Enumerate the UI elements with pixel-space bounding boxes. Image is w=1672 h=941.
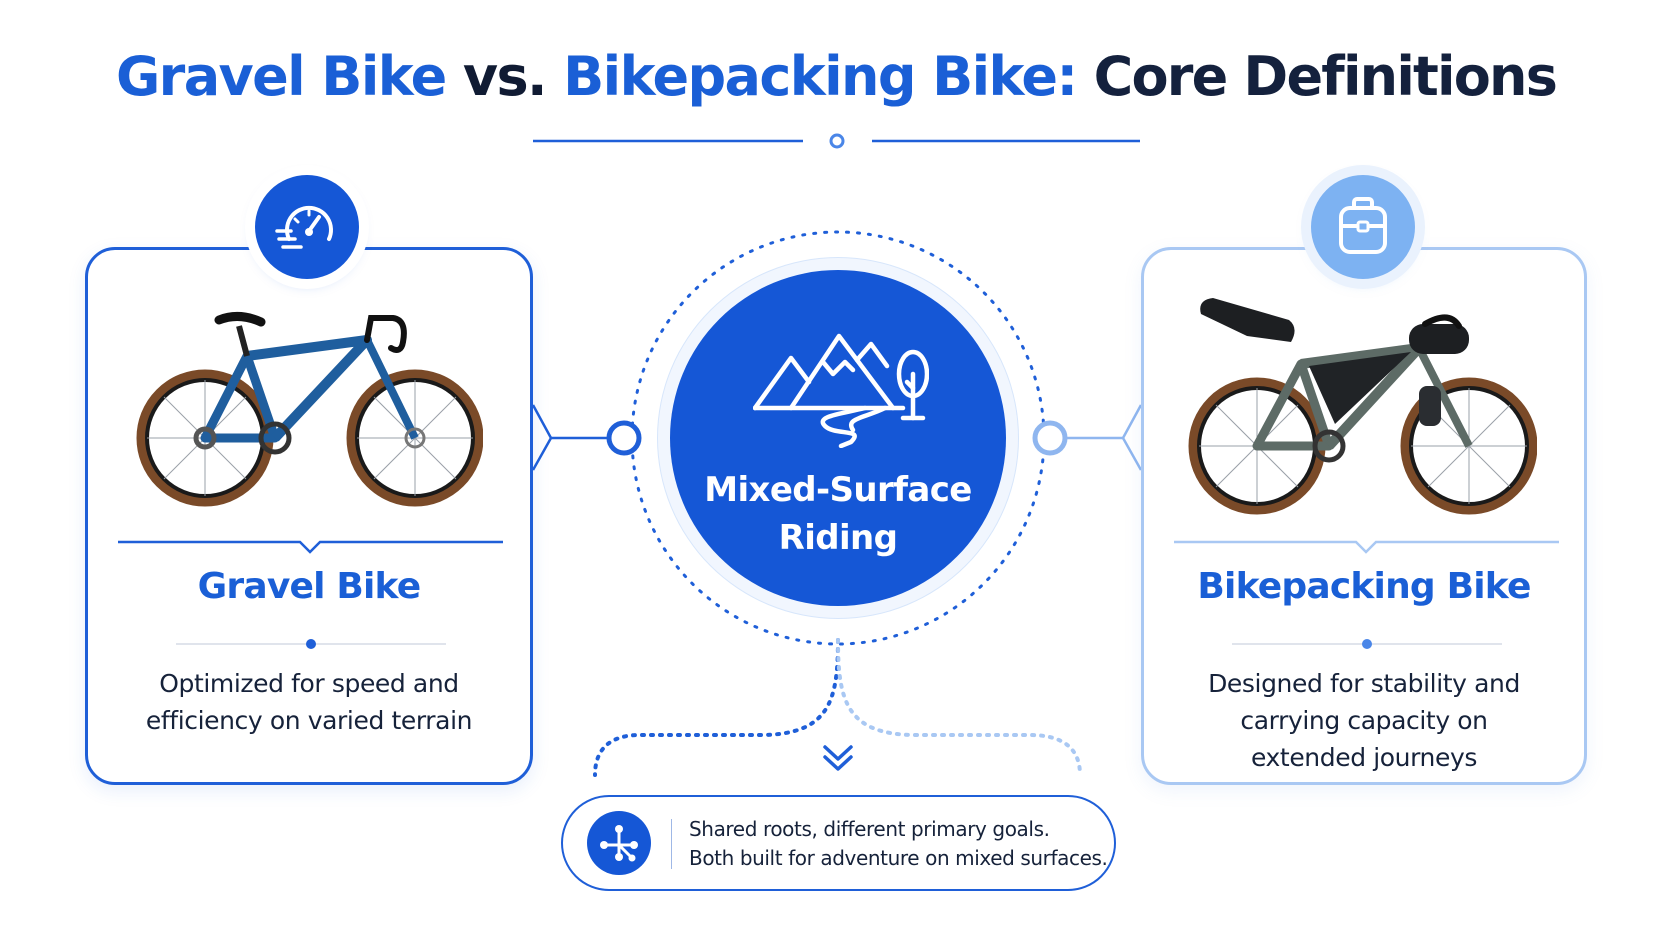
speedometer-icon xyxy=(255,175,359,279)
card-divider xyxy=(118,540,503,554)
network-nodes-icon xyxy=(587,811,651,875)
left-connector xyxy=(531,404,553,471)
right-connector-node xyxy=(1032,420,1068,456)
gravel-bike-image xyxy=(136,312,483,507)
gravel-bike-title: Gravel Bike xyxy=(197,566,422,607)
title-underline xyxy=(176,639,446,649)
hub-label: Mixed-Surface Riding xyxy=(704,470,972,558)
card-divider xyxy=(1174,540,1559,554)
title-bikepacking: Bikepacking Bike: xyxy=(563,45,1078,108)
bikepacking-bike-card: Bikepacking Bike Designed for stability … xyxy=(1141,247,1587,785)
gravel-bike-description: Optimized for speed and efficiency on va… xyxy=(145,669,473,735)
gravel-bike-card: Gravel Bike Optimized for speed and effi… xyxy=(85,247,533,785)
bikepacking-bike-title: Bikepacking Bike xyxy=(1197,566,1531,607)
bikepacking-bike-description: Designed for stability and carrying capa… xyxy=(1208,669,1520,772)
title-gravel: Gravel Bike xyxy=(115,45,447,108)
note-text: Shared roots, different primary goals. B… xyxy=(689,817,1108,870)
left-connector-node xyxy=(606,420,642,456)
note-connector-left xyxy=(593,638,840,777)
title-vs: vs. xyxy=(462,45,548,108)
shared-roots-note: Shared roots, different primary goals. B… xyxy=(561,795,1116,891)
note-divider xyxy=(671,819,672,869)
mountains-road-tree-icon xyxy=(753,333,929,448)
chevron-down-icon xyxy=(823,745,853,761)
note-connector-right xyxy=(836,638,1082,777)
mixed-surface-hub: Mixed-Surface Riding xyxy=(670,270,1006,606)
title-underline xyxy=(1232,639,1502,649)
right-connector xyxy=(1121,404,1143,471)
page-title: Gravel Bike vs. Bikepacking Bike: Core D… xyxy=(0,42,1672,112)
title-divider-dot xyxy=(829,133,845,149)
backpack-icon xyxy=(1311,175,1415,279)
bikepacking-bike-image xyxy=(1188,298,1537,515)
title-core-definitions: Core Definitions xyxy=(1093,45,1558,108)
